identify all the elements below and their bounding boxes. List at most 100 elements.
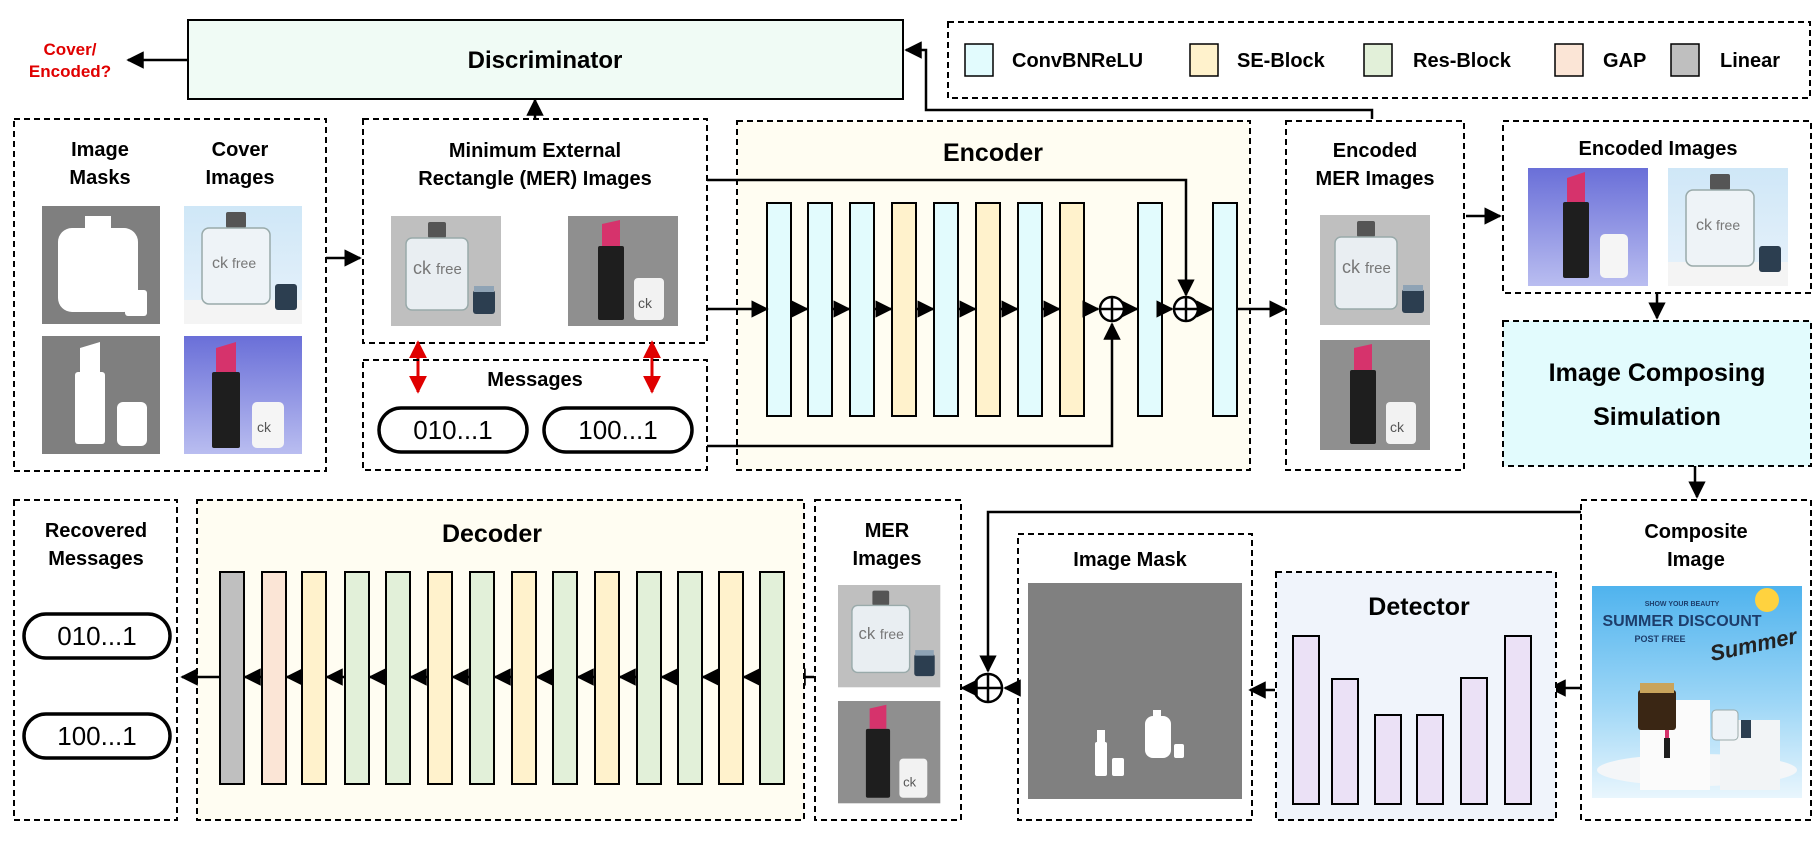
decoder-block xyxy=(301,571,327,785)
mer-images-title-2: Images xyxy=(853,548,922,570)
recovered-title-1: Recovered xyxy=(45,520,147,542)
encoder-plus-2 xyxy=(1172,295,1200,323)
svg-text:free: free xyxy=(1716,217,1740,233)
detector-bars xyxy=(1292,635,1532,805)
composite-box xyxy=(1580,499,1812,821)
composing-to-composite-arrow xyxy=(1688,466,1706,499)
encoded-images-box xyxy=(1502,120,1812,294)
image-mask-title: Image Mask xyxy=(1073,549,1187,571)
mer-lipstick-image xyxy=(568,216,678,326)
composing-box xyxy=(1502,320,1812,467)
encoder-title: Encoder xyxy=(943,139,1043,167)
recovered-message-1-text: 010...1 xyxy=(57,621,137,651)
legend-item-se-block: SE-Block xyxy=(1189,43,1326,77)
cover-images-title-1: Cover xyxy=(212,139,269,161)
legend-swatch-gap xyxy=(1554,43,1584,77)
encoded-mer-lipstick-image xyxy=(1320,340,1430,450)
mask-lipstick-image xyxy=(42,336,160,454)
legend-item-gap: GAP xyxy=(1554,43,1646,77)
encoder-block xyxy=(807,202,833,417)
decoder-blocks xyxy=(219,571,785,785)
legend-box xyxy=(947,21,1811,99)
svg-text:ck: ck xyxy=(1696,217,1713,234)
messages-box xyxy=(362,359,708,471)
encoded-mer-box xyxy=(1285,120,1465,471)
recovered-message-2-text: 100...1 xyxy=(57,721,137,751)
decoder-plus xyxy=(972,672,1004,704)
message-to-encoder-arrow xyxy=(707,322,1121,448)
recovered-message-2-pill xyxy=(22,712,172,760)
decoder-block xyxy=(677,571,703,785)
discriminator-title: Discriminator xyxy=(468,47,623,74)
discriminator-output-label-1: Cover/ xyxy=(44,40,97,59)
encoder-block xyxy=(766,202,792,417)
mer-images-title-1: MER xyxy=(865,520,910,542)
image-masks-title-2: Masks xyxy=(69,167,130,189)
encoded-perfume-image: ck free xyxy=(1668,168,1788,286)
decoder-block xyxy=(261,571,287,785)
encoder-block xyxy=(933,202,959,417)
composite-title-1: Composite xyxy=(1644,521,1747,543)
poster-small-text: SHOW YOUR BEAUTY xyxy=(1645,601,1720,608)
detector-bar xyxy=(1292,635,1320,805)
legend-item-res-block: Res-Block xyxy=(1363,43,1512,77)
message-2-pill xyxy=(542,406,694,454)
encoder-block xyxy=(975,202,1001,417)
encoder-plus-1 xyxy=(1098,295,1126,323)
encoded-to-discriminator-arrow xyxy=(904,41,1374,119)
encoded-mer-title-1: Encoded xyxy=(1333,140,1417,162)
encoded-mer-title-2: MER Images xyxy=(1316,168,1435,190)
legend-item-linear: Linear xyxy=(1670,43,1780,77)
legend-swatch-res-block xyxy=(1363,43,1393,77)
decoder-block xyxy=(469,571,495,785)
encoder-block xyxy=(849,202,875,417)
decoder-block xyxy=(385,571,411,785)
mer-title-1: Minimum External xyxy=(449,140,621,162)
composite-to-plus-arrow xyxy=(979,510,1581,673)
decoder-title: Decoder xyxy=(442,520,542,548)
encoder-block xyxy=(891,202,917,417)
encoded-lipstick-image xyxy=(1528,168,1648,286)
svg-text:ck: ck xyxy=(257,419,272,435)
cover-lipstick-image: ck xyxy=(184,336,302,454)
decoder-block xyxy=(511,571,537,785)
mask-perfume-image xyxy=(42,206,160,324)
decoder-box xyxy=(196,499,805,821)
message-1-text: 010...1 xyxy=(413,415,493,445)
image-masks-title-1: Image xyxy=(71,139,129,161)
mer-images-perfume xyxy=(837,584,941,688)
encoder-block xyxy=(1212,202,1238,417)
messages-title: Messages xyxy=(487,369,583,391)
legend-label: Res-Block xyxy=(1413,50,1512,72)
mer-images-box xyxy=(814,499,962,821)
discriminator-box xyxy=(187,19,904,100)
legend-label: SE-Block xyxy=(1237,50,1326,72)
legend-swatch-linear xyxy=(1670,43,1700,77)
mer-skip-arrow xyxy=(707,178,1195,297)
decoder-block xyxy=(344,571,370,785)
encoder-block xyxy=(1137,202,1163,417)
inputs-box xyxy=(13,118,327,472)
detector-bar xyxy=(1416,714,1444,805)
legend-label: ConvBNReLU xyxy=(1012,50,1143,72)
detector-bar xyxy=(1460,677,1488,805)
encoder-block xyxy=(1017,202,1043,417)
encoded-images-title: Encoded Images xyxy=(1579,138,1738,160)
encoded-mer-perfume-image xyxy=(1319,214,1431,326)
detector-bar xyxy=(1504,635,1532,805)
detector-bar xyxy=(1374,714,1402,805)
cover-perfume-image: ck free xyxy=(184,206,302,324)
decoder-block xyxy=(427,571,453,785)
composite-title-2: Image xyxy=(1667,549,1725,571)
svg-text:ck: ck xyxy=(212,255,229,272)
decoder-block xyxy=(594,571,620,785)
legend-swatch-convbnrelu xyxy=(964,43,994,77)
detector-title: Detector xyxy=(1368,593,1470,621)
legend-label: GAP xyxy=(1603,50,1646,72)
recovered-title-2: Messages xyxy=(48,548,144,570)
poster-big-text: SUMMER DISCOUNT xyxy=(1602,613,1761,630)
composing-title-1: Image Composing xyxy=(1549,359,1766,387)
message-2-text: 100...1 xyxy=(578,415,658,445)
recovered-box xyxy=(13,499,178,821)
